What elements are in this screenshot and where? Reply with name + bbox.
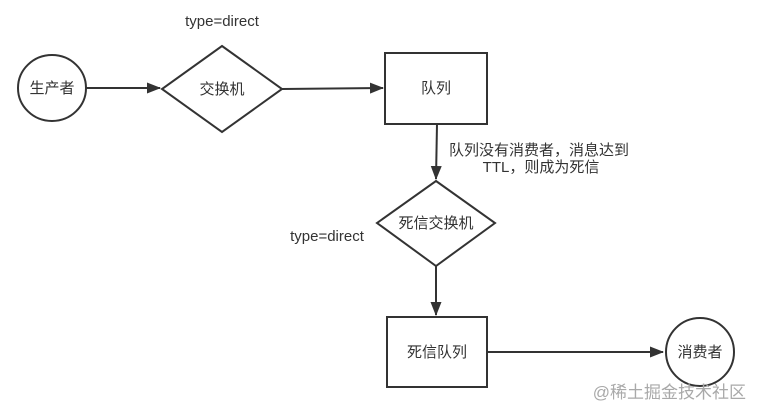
- exchange-label: 交换机: [199, 80, 244, 98]
- queue-rect: [384, 52, 488, 125]
- consumer-label: 消费者: [677, 344, 722, 361]
- exchange-diamond: [160, 44, 284, 134]
- exchange-type-label: type=direct: [185, 13, 260, 30]
- consumer-circle: [665, 317, 735, 387]
- node-dead-letter-exchange: 死信交换机: [375, 179, 497, 268]
- node-exchange: 交换机: [160, 44, 284, 134]
- node-dead-letter-queue: 死信队列: [386, 316, 488, 388]
- dead-letter-exchange-label: 死信交换机: [398, 214, 473, 232]
- dead-letter-exchange-type-label: type=direct: [290, 228, 365, 245]
- producer-circle: [17, 54, 87, 122]
- producer-label: 生产者: [29, 80, 74, 97]
- queue-label: 队列: [421, 80, 451, 97]
- node-queue: 队列: [384, 52, 488, 125]
- node-consumer: 消费者: [665, 317, 735, 387]
- node-producer: 生产者: [17, 54, 87, 122]
- dead-letter-queue-label: 死信队列: [407, 344, 467, 361]
- dead-letter-queue-rect: [386, 316, 488, 388]
- dead-letter-note: 队列没有消费者，消息达到 TTL，则成为死信: [449, 142, 629, 176]
- watermark-text: @稀土掘金技术社区: [593, 383, 746, 402]
- dead-letter-note-line1: 队列没有消费者，消息达到: [449, 142, 629, 159]
- dead-letter-note-line2: TTL，则成为死信: [483, 159, 600, 176]
- dead-letter-exchange-diamond: [375, 179, 497, 268]
- edge-queue-to-dead-letter-exchange: [430, 123, 442, 180]
- edge-exchange-to-queue: [281, 82, 384, 94]
